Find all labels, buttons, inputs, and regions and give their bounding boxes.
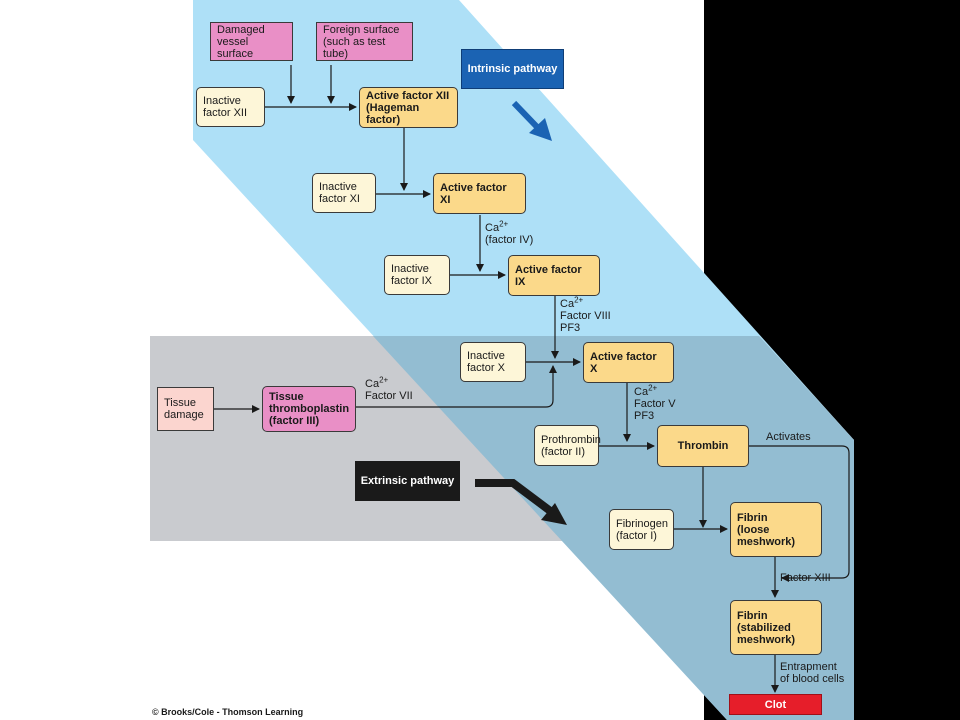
fibrin-loose-box: Fibrin (loose meshwork) [730, 502, 822, 557]
active-xii-line-1: Active factor XII [366, 89, 450, 102]
foreign-surface-box: Foreign surface (such as test tube) [316, 22, 413, 61]
tissue-damage-line-2: damage [164, 409, 204, 421]
inactive-factor-ix-box: Inactive factor IX [384, 255, 450, 295]
tissue-thromboplastin-box: Tissue thromboplastin (factor III) [262, 386, 356, 432]
inactive-xi-line-1: Inactive [319, 181, 357, 193]
active-xii-line-2: (Hageman factor) [366, 101, 420, 126]
cofactor-to-x: Ca2+ Factor V PF3 [634, 383, 676, 422]
inactive-x-line-1: Inactive [467, 350, 505, 362]
inactive-factor-x-box: Inactive factor X [460, 342, 526, 382]
thrombin-box: Thrombin [657, 425, 749, 467]
active-factor-ix-box: Active factor IX [508, 255, 600, 296]
arrow-activates-factor-xiii [749, 445, 850, 582]
cofactor-ca: Ca2+ [560, 295, 584, 310]
active-factor-xii-box: Active factor XII (Hageman factor) [359, 87, 458, 128]
thromboplastin-line-3: (factor III) [269, 415, 320, 427]
inactive-xii-line-2: factor XII [203, 107, 248, 119]
fibrin-stabilized-line-1: Fibrin [737, 609, 768, 622]
active-xi-line-1: Active factor XI [440, 181, 507, 206]
cofactor-extrinsic: Ca2+ Factor VII [365, 375, 413, 402]
fibrin-stabilized-line-3: meshwork) [737, 633, 796, 646]
extrinsic-pathway-label: Extrinsic pathway [355, 461, 460, 501]
cofactor-line: PF3 [560, 322, 581, 334]
inactive-x-line-2: factor X [467, 362, 505, 374]
foreign-line-1: Foreign surface [323, 23, 400, 36]
cofactor-ca: Ca2+ [485, 219, 509, 234]
damaged-line-1: Damaged [217, 23, 265, 36]
cofactor-line: (factor IV) [485, 234, 534, 246]
thrombin-line-1: Thrombin [677, 440, 729, 452]
active-ix-line-1: Active factor IX [515, 263, 582, 288]
fibrin-stabilized-line-2: (stabilized [737, 621, 791, 634]
factor-xiii-label: Factor XIII [780, 572, 831, 584]
fibrinogen-line-1: Fibrinogen [616, 517, 668, 530]
cofactor-line: PF3 [634, 410, 655, 422]
tissue-damage-box: Tissue damage [157, 387, 214, 431]
fibrin-loose-line-3: meshwork) [737, 535, 796, 548]
activates-label: Activates [766, 431, 811, 443]
arrow-thromboplastin-to-x [356, 365, 557, 408]
entrapment-label: Entrapment of blood cells [780, 661, 844, 685]
prothrombin-line-1: Prothrombin [541, 433, 601, 446]
intrinsic-pathway-label: Intrinsic pathway [461, 49, 564, 89]
damaged-vessel-surface-box: Damaged vessel surface [210, 22, 293, 61]
prothrombin-line-2: (factor II) [541, 445, 586, 458]
inactive-xii-line-1: Inactive [203, 95, 241, 107]
fibrin-stabilized-box: Fibrin (stabilized meshwork) [730, 600, 822, 655]
fibrin-loose-line-1: Fibrin [737, 511, 768, 524]
cofactor-line: Factor VII [365, 390, 413, 402]
inactive-ix-line-2: factor IX [391, 275, 432, 287]
intrinsic-direction-arrow-icon [511, 100, 552, 141]
active-factor-x-box: Active factor X [583, 342, 674, 383]
cofactor-to-ix: Ca2+ Factor VIII PF3 [560, 295, 611, 334]
clot-box: Clot [729, 694, 822, 715]
cofactor-to-xi: Ca2+ (factor IV) [485, 219, 534, 246]
inactive-ix-line-1: Inactive [391, 263, 429, 275]
fibrinogen-box: Fibrinogen (factor I) [609, 509, 674, 550]
cofactor-line: Factor V [634, 398, 676, 410]
cofactor-line: Factor VIII [560, 310, 611, 322]
thromboplastin-line-2: thromboplastin [269, 403, 350, 415]
inactive-xi-line-2: factor XI [319, 193, 360, 205]
entrapment-line-1: Entrapment [780, 661, 837, 673]
cofactor-ca: Ca2+ [634, 383, 658, 398]
prothrombin-box: Prothrombin (factor II) [534, 425, 601, 466]
tissue-damage-line-1: Tissue [164, 397, 196, 409]
copyright-credit: © Brooks/Cole - Thomson Learning [152, 707, 304, 717]
entrapment-line-2: of blood cells [780, 673, 845, 685]
active-factor-xi-box: Active factor XI [433, 173, 526, 214]
thromboplastin-line-1: Tissue [269, 391, 304, 403]
damaged-line-2: vessel surface [217, 35, 254, 60]
inactive-factor-xii-box: Inactive factor XII [196, 87, 265, 127]
active-x-line-1: Active factor X [590, 350, 657, 375]
foreign-line-2: (such as test tube) [323, 35, 386, 60]
fibrin-loose-line-2: (loose [737, 523, 770, 536]
fibrinogen-line-2: (factor I) [616, 529, 657, 542]
extrinsic-direction-arrow-icon [475, 479, 567, 525]
inactive-factor-xi-box: Inactive factor XI [312, 173, 376, 213]
cofactor-ca: Ca2+ [365, 375, 389, 390]
